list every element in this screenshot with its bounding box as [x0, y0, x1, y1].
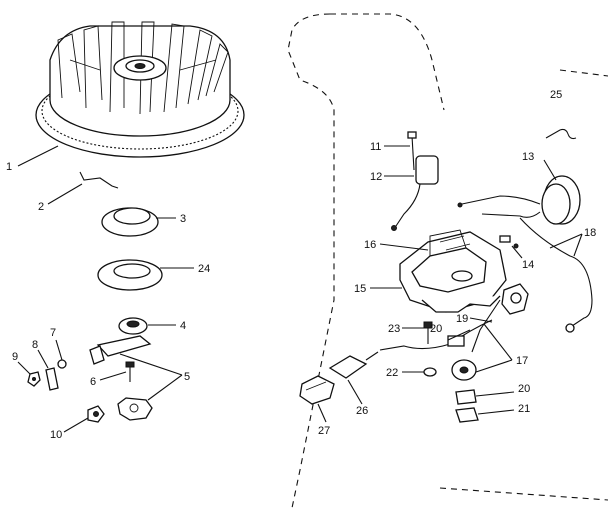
coil-part-13 [457, 175, 581, 225]
callout-22: 22 [386, 367, 398, 379]
points-part-17 [471, 283, 529, 353]
callout-18: 18 [584, 227, 596, 239]
callout-25: 25 [550, 89, 562, 101]
callout-10: 10 [50, 429, 62, 441]
callout-1: 1 [6, 161, 12, 173]
callout-15: 15 [354, 283, 366, 295]
flywheel [35, 21, 245, 158]
fastener-part-23 [423, 321, 433, 344]
leader-lines [17, 145, 583, 433]
pad-part-21 [455, 407, 479, 423]
wire-terminal [565, 323, 575, 333]
callout-17: 17 [516, 355, 528, 367]
callout-12: 12 [370, 171, 382, 183]
terminal-part-27 [299, 375, 335, 405]
callout-8: 8 [32, 339, 38, 351]
callout-24: 24 [198, 263, 210, 275]
callout-7: 7 [50, 327, 56, 339]
callout-16: 16 [364, 239, 376, 251]
wire-part-18 [519, 217, 593, 327]
screw-part-7 [57, 359, 67, 369]
callout-labels: 1 2 3 24 4 5 6 7 8 9 10 11 12 13 25 18 1… [6, 89, 596, 441]
housing-part-15 [399, 229, 507, 313]
plate-part-8 [45, 367, 59, 391]
callout-13: 13 [522, 151, 534, 163]
fastener-part-22 [423, 367, 437, 377]
callout-21: 21 [518, 403, 530, 415]
callout-4: 4 [180, 320, 186, 332]
spring-part-25 [545, 128, 577, 140]
connector-part-26 [328, 351, 379, 379]
callout-9: 9 [12, 351, 18, 363]
callout-20a: 20 [430, 323, 442, 335]
callout-11: 11 [370, 141, 381, 153]
nut-part-10 [87, 405, 105, 423]
callout-5: 5 [184, 371, 190, 383]
dashed-divider-bottom [439, 487, 608, 501]
callout-19: 19 [456, 313, 468, 325]
callout-6: 6 [90, 376, 96, 388]
pad-part-20a [447, 335, 465, 347]
dashed-divider-edge [559, 69, 608, 77]
points-body [451, 359, 477, 381]
flywheel-key [79, 171, 119, 189]
dashed-divider-top [330, 13, 445, 111]
bracket-part-5 [89, 335, 153, 421]
callout-27: 27 [318, 425, 330, 437]
callout-23: 23 [388, 323, 400, 335]
ring-part-3 [101, 207, 159, 237]
gasket-part-24 [97, 259, 163, 291]
callout-26: 26 [356, 405, 368, 417]
condenser-part-12 [391, 131, 439, 231]
screw-part-6 [125, 361, 135, 382]
pad-part-20b [455, 389, 477, 405]
clip-part-14 [499, 235, 519, 249]
callout-14: 14 [522, 259, 534, 271]
callout-2: 2 [38, 201, 44, 213]
callout-20b: 20 [518, 383, 530, 395]
callout-3: 3 [180, 213, 186, 225]
cam-part-4 [118, 317, 148, 335]
nut-part-9 [27, 371, 41, 387]
